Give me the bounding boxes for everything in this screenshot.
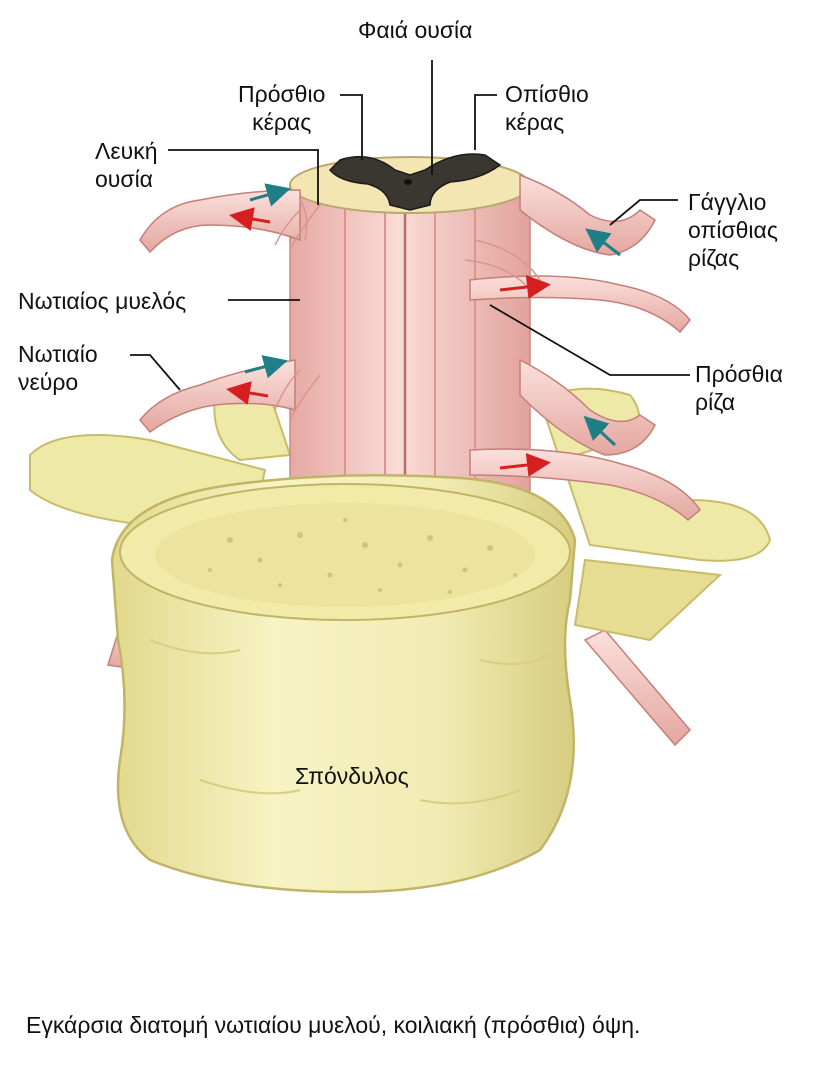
sensory-arrow [585, 228, 621, 257]
label-vertebra: Σπόνδυλος [295, 762, 409, 790]
vertebra [110, 473, 577, 894]
label-line: ρίζας [688, 245, 740, 271]
label-line: κέρας [252, 109, 312, 135]
label-line: Πρόσθιο [238, 81, 326, 107]
label-white-matter: Λευκή ουσία [95, 137, 158, 193]
sensory-arrow [249, 183, 291, 207]
spinal-cord [289, 153, 531, 501]
label-line: Γάγγλιο [688, 189, 767, 215]
label-line: νεύρο [18, 369, 79, 395]
label-anterior-horn: Πρόσθιο κέρας [238, 80, 325, 136]
sensory-arrow [583, 415, 617, 447]
label-line: Οπίσθιο [505, 81, 589, 107]
signal-arrows [226, 183, 621, 477]
label-line: ουσία [95, 166, 153, 192]
sensory-arrow [244, 355, 288, 379]
label-line: Σπόνδυλος [295, 763, 409, 789]
label-line: οπίσθιας [688, 217, 778, 243]
label-line: Λευκή [95, 138, 158, 164]
label-line: κέρας [505, 109, 565, 135]
motor-arrow [226, 381, 269, 405]
leader-lines [130, 60, 690, 391]
label-line: Νωτιαίο [18, 341, 98, 367]
label-spinal-cord: Νωτιαίος μυελός [18, 287, 186, 315]
motor-arrow [229, 207, 271, 231]
label-line: Νωτιαίος μυελός [18, 288, 187, 314]
label-spinal-nerve: Νωτιαίο νεύρο [18, 340, 98, 396]
label-anterior-root: Πρόσθια ρίζα [695, 360, 783, 416]
label-line: Πρόσθια [695, 361, 783, 387]
label-posterior-horn: Οπίσθιο κέρας [505, 80, 589, 136]
motor-arrow [499, 275, 551, 299]
figure-caption: Εγκάρσια διατομή νωτιαίου μυελού, κοιλια… [26, 1012, 641, 1038]
label-dorsal-root-ganglion: Γάγγλιο οπίσθιας ρίζας [688, 188, 778, 272]
label-line: ρίζα [695, 389, 736, 415]
gray-matter [328, 153, 502, 211]
label-gray-matter: Φαιά ουσία [358, 16, 472, 44]
motor-arrow [499, 453, 551, 477]
label-line: Φαιά ουσία [358, 17, 473, 43]
